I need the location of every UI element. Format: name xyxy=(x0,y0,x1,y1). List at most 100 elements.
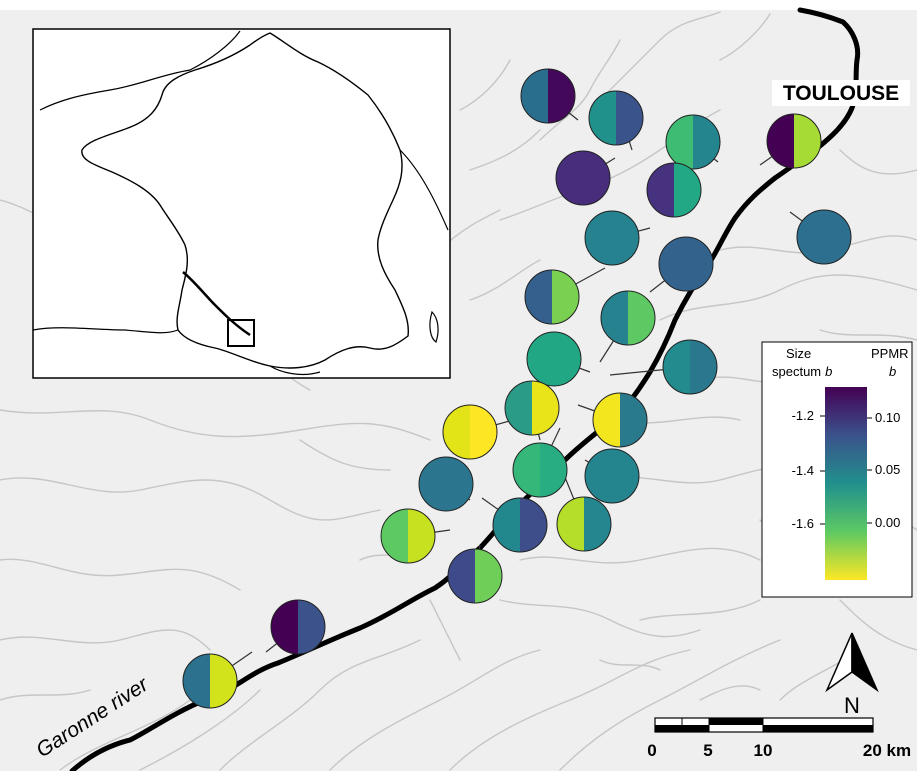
north-arrow: N xyxy=(825,632,879,718)
spain-coast xyxy=(32,327,179,334)
inset-garonne-river xyxy=(182,271,251,337)
sampling-site-glyph xyxy=(512,442,568,498)
site-ppmr-half xyxy=(612,449,639,503)
site-outline xyxy=(646,162,702,218)
site-ppmr-half xyxy=(690,340,717,394)
italy-coast xyxy=(399,149,449,231)
site-ppmr-half xyxy=(620,393,647,447)
sampling-site-glyph xyxy=(504,380,560,436)
site-outline xyxy=(658,236,714,292)
legend-right-title-var: b xyxy=(889,364,896,379)
sampling-site-glyph xyxy=(556,496,612,552)
site-outline xyxy=(526,331,582,387)
site-size-spectrum-half xyxy=(589,91,616,145)
city-label-bg xyxy=(772,80,910,106)
legend-left-title-line2: spectum xyxy=(772,364,821,379)
site-outline xyxy=(524,269,580,325)
site-size-spectrum-half xyxy=(183,654,210,708)
sampling-site-glyph xyxy=(796,209,852,265)
site-outline xyxy=(592,392,648,448)
site-size-spectrum-half xyxy=(443,405,470,459)
site-size-spectrum-half xyxy=(521,69,548,123)
site-size-spectrum-half xyxy=(647,163,674,217)
sampling-site-glyph xyxy=(592,392,648,448)
site-outline xyxy=(504,380,560,436)
site-ppmr-half xyxy=(794,114,821,168)
site-size-spectrum-half xyxy=(505,381,532,435)
legend-left-title-line1: Size xyxy=(786,346,811,361)
site-ppmr-half xyxy=(475,549,502,603)
legend-left-ticks xyxy=(820,415,825,525)
site-ppmr-half xyxy=(548,69,575,123)
sampling-site-glyph xyxy=(658,236,714,292)
site-size-spectrum-half xyxy=(381,509,408,563)
legend-right-ticks xyxy=(867,417,872,524)
inset-frame xyxy=(32,28,451,379)
site-size-spectrum-half xyxy=(271,600,298,654)
sampling-site-glyph xyxy=(182,653,238,709)
inset-france-map xyxy=(32,28,451,379)
site-outline xyxy=(418,456,474,512)
sampling-site-glyph xyxy=(492,497,548,553)
sampling-site-glyph xyxy=(662,339,718,395)
site-size-spectrum-half xyxy=(557,497,584,551)
legend-left-tick-label: -1.2 xyxy=(792,408,814,423)
legend-left-tick-label: -1.6 xyxy=(792,516,814,531)
north-label: N xyxy=(844,693,860,718)
site-size-spectrum-half xyxy=(448,549,475,603)
legend-right-tick-label: 0.00 xyxy=(875,515,900,530)
site-ppmr-half xyxy=(674,163,701,217)
site-size-spectrum-half xyxy=(659,237,686,291)
sampling-site-glyph xyxy=(588,90,644,146)
med-coast xyxy=(269,365,321,376)
sampling-site-glyph xyxy=(524,269,580,325)
site-size-spectrum-half xyxy=(663,340,690,394)
site-glyph-layer xyxy=(182,68,852,709)
site-size-spectrum-half xyxy=(797,210,824,264)
site-ppmr-half xyxy=(446,457,473,511)
city-label: TOULOUSE xyxy=(783,82,899,105)
site-outline xyxy=(182,653,238,709)
site-size-spectrum-half xyxy=(593,393,620,447)
site-ppmr-half xyxy=(470,405,497,459)
sampling-site-glyph xyxy=(447,548,503,604)
site-ppmr-half xyxy=(532,381,559,435)
sampling-site-glyph xyxy=(646,162,702,218)
scale-bar: 0 5 10 20 km xyxy=(647,717,911,760)
site-ppmr-half xyxy=(628,291,655,345)
site-ppmr-half xyxy=(408,509,435,563)
scale-label: 20 km xyxy=(863,741,911,760)
site-size-spectrum-half xyxy=(585,449,612,503)
site-outline xyxy=(555,150,611,206)
france-outline xyxy=(81,32,410,369)
site-size-spectrum-half xyxy=(493,498,520,552)
legend-right-title-line1: PPMR xyxy=(871,346,909,361)
sampling-site-glyph xyxy=(584,210,640,266)
site-outline xyxy=(492,497,548,553)
site-outline xyxy=(380,508,436,564)
site-ppmr-half xyxy=(824,210,851,264)
legend-right-tick-label: 0.10 xyxy=(875,410,900,425)
sampling-site-glyph xyxy=(418,456,474,512)
sampling-site-glyph xyxy=(584,448,640,504)
site-outline xyxy=(584,210,640,266)
site-ppmr-half xyxy=(583,151,610,205)
sampling-site-glyph xyxy=(766,113,822,169)
sampling-site-glyph xyxy=(526,331,582,387)
site-ppmr-half xyxy=(693,115,720,169)
site-outline xyxy=(447,548,503,604)
site-outline xyxy=(512,442,568,498)
site-ppmr-half xyxy=(612,211,639,265)
site-size-spectrum-half xyxy=(767,114,794,168)
site-outline xyxy=(796,209,852,265)
site-size-spectrum-half xyxy=(527,332,554,386)
top-margin xyxy=(0,0,917,10)
sampling-site-glyph xyxy=(270,599,326,655)
sampling-site-glyph xyxy=(665,114,721,170)
site-outline xyxy=(556,496,612,552)
site-outline xyxy=(665,114,721,170)
scale-label: 5 xyxy=(703,741,712,760)
site-size-spectrum-half xyxy=(525,270,552,324)
